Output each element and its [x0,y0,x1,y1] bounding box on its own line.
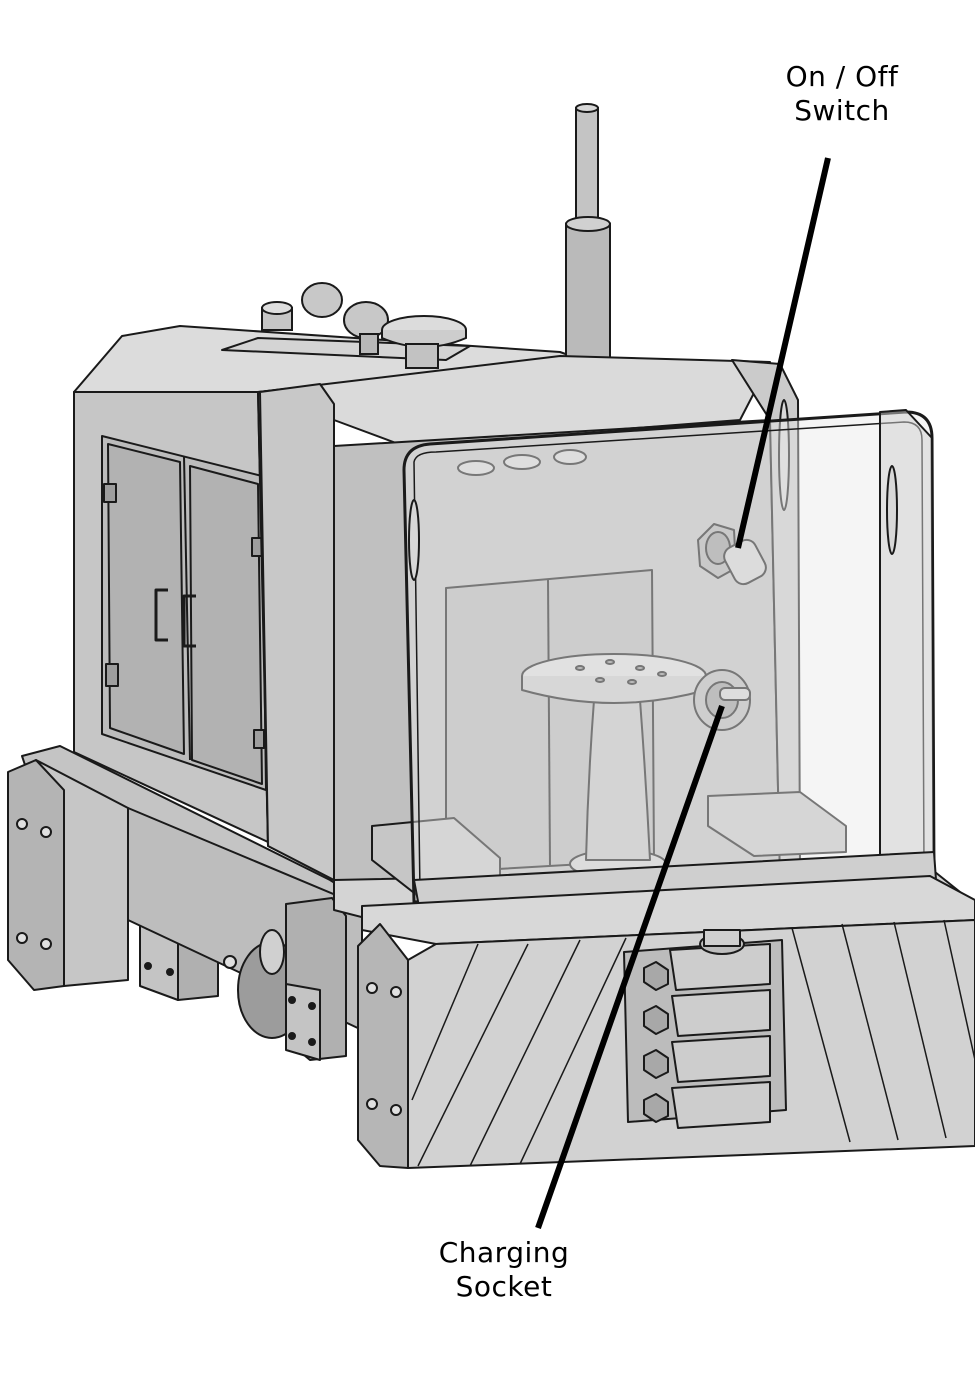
charging-socket-label: Charging Socket [438,1236,570,1303]
on-off-switch-label: On / Off Switch [785,60,899,127]
glass-screen [402,409,937,915]
socket-leader-line [535,705,725,1229]
front-buffer-beam [357,875,975,1169]
switch-leader-line [735,157,831,549]
roof-fittings [261,103,611,369]
